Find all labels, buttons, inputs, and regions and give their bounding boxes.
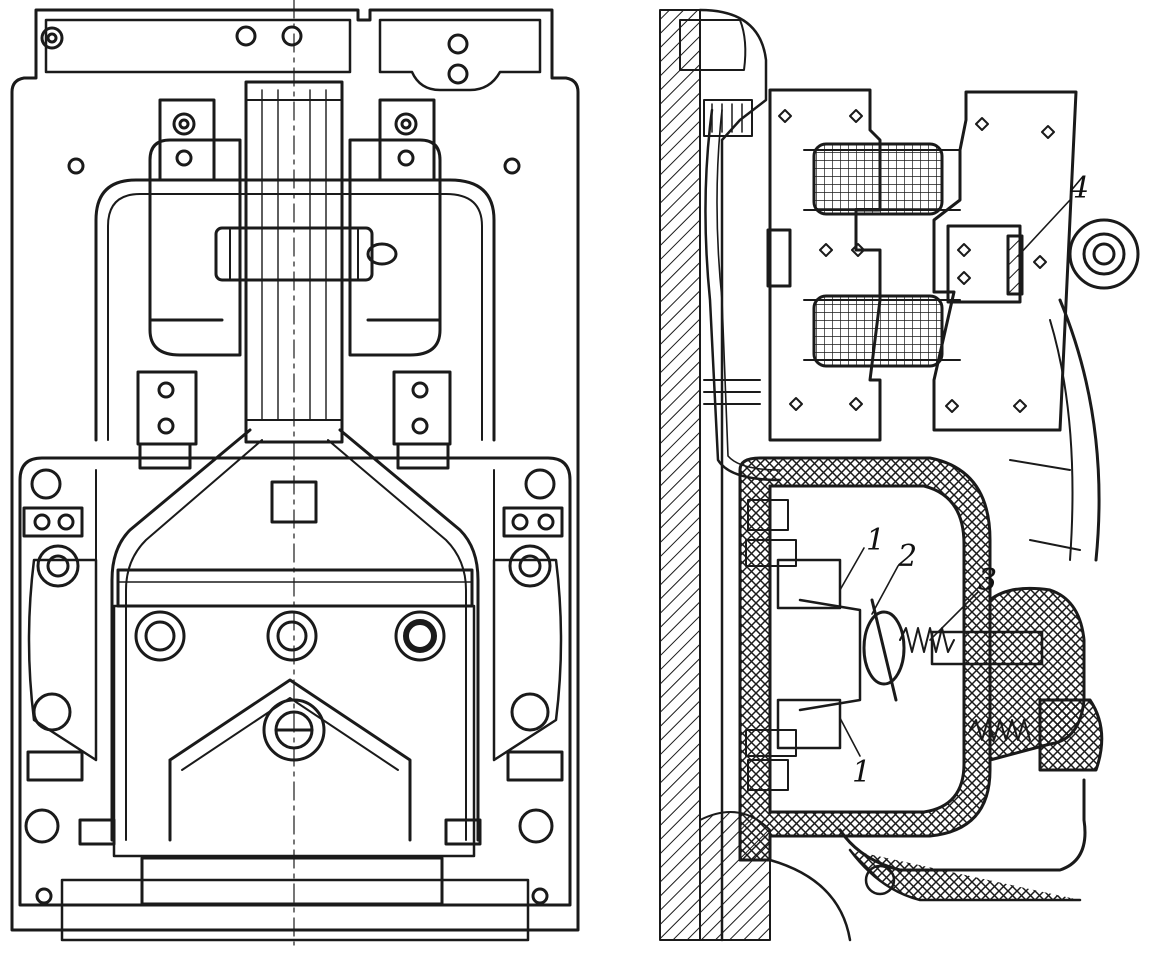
coil-right bbox=[348, 138, 442, 357]
contact-bridge bbox=[116, 568, 474, 608]
armature bbox=[932, 90, 1078, 432]
coil-lower bbox=[812, 294, 944, 368]
terminal-screw-icon bbox=[266, 610, 318, 662]
contact-spring bbox=[899, 627, 955, 653]
side-screw-icon bbox=[24, 468, 556, 844]
flat-spring bbox=[110, 428, 252, 842]
moving-contact bbox=[862, 610, 906, 686]
callout-label-3: 3 bbox=[978, 563, 997, 598]
front-view-panel bbox=[10, 0, 580, 946]
side-section-panel bbox=[659, 8, 1140, 942]
terminal-screw-icon bbox=[394, 610, 446, 662]
magnet-yoke bbox=[768, 88, 882, 442]
callout-label-1-lower: 1 bbox=[852, 755, 871, 790]
magnet-core bbox=[244, 80, 344, 444]
coil-upper bbox=[812, 142, 944, 216]
mounting-hole-icon bbox=[40, 26, 64, 50]
coil-left bbox=[148, 138, 242, 357]
callout-label-4: 4 bbox=[1069, 171, 1089, 206]
pivot-icon bbox=[1068, 218, 1140, 290]
rivet-icon bbox=[778, 109, 1055, 413]
callout-label-1-upper: 1 bbox=[866, 523, 885, 558]
base-plate-outline bbox=[10, 8, 580, 932]
mounting-wall bbox=[659, 9, 701, 941]
mounting-hole-icon bbox=[235, 25, 257, 47]
terminal-screw-icon bbox=[134, 610, 186, 662]
callout-label-2: 2 bbox=[897, 539, 917, 574]
